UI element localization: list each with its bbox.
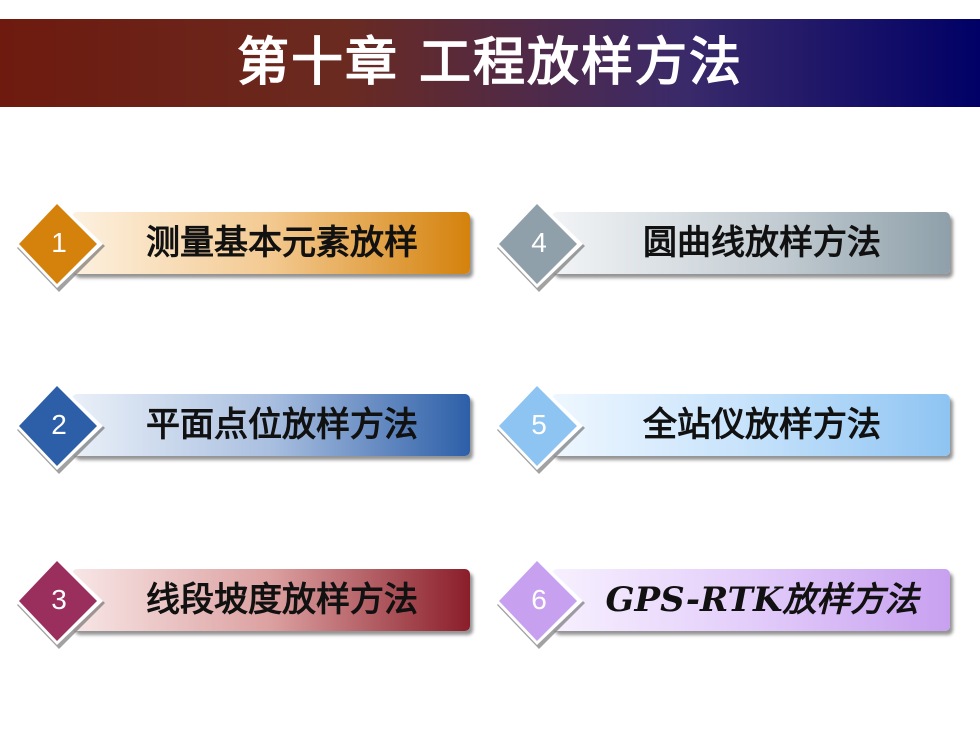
chevron-5-icon	[495, 382, 585, 474]
menu-item-6[interactable]: 6 GPS-RTK放样方法	[490, 553, 952, 653]
menu-item-3[interactable]: 3 线段坡度放样方法	[10, 553, 472, 653]
menu-item-5-bar	[552, 394, 950, 456]
menu-item-2-label: 平面点位放样方法	[146, 405, 418, 445]
menu-item-1-number: 1	[51, 227, 67, 258]
chevron-4-icon	[495, 200, 585, 292]
menu-item-4-bar	[552, 212, 950, 274]
menu-item-1-label: 测量基本元素放样	[146, 223, 418, 263]
menu-item-4[interactable]: 4 圆曲线放样方法	[490, 196, 952, 296]
menu-item-3-label: 线段坡度放样方法	[146, 580, 418, 620]
menu-item-6-bar	[552, 569, 950, 631]
title-bar	[0, 19, 980, 107]
menu-item-1[interactable]: 1 测量基本元素放样	[10, 196, 472, 296]
chevron-3-icon	[15, 557, 105, 649]
menu-item-2-number: 2	[51, 409, 67, 440]
chevron-1-icon	[15, 200, 105, 292]
chevron-6-icon	[495, 557, 585, 649]
menu-item-5-number: 5	[531, 409, 547, 440]
menu-item-5-label: 全站仪放样方法	[643, 405, 881, 445]
menu-item-5[interactable]: 5 全站仪放样方法	[490, 378, 952, 478]
menu-item-3-bar	[72, 569, 470, 631]
chevron-2-icon	[15, 382, 105, 474]
menu-item-2-bar	[72, 394, 470, 456]
menu-item-1-bar	[72, 212, 470, 274]
menu-item-6-label: GPS-RTK放样方法	[605, 580, 919, 620]
menu-item-4-label: 圆曲线放样方法	[643, 223, 881, 263]
page-title: 第十章 工程放样方法	[236, 33, 744, 93]
menu-item-4-number: 4	[531, 227, 547, 258]
menu-item-6-number: 6	[531, 584, 547, 615]
menu-item-2[interactable]: 2 平面点位放样方法	[10, 378, 472, 478]
menu-item-3-number: 3	[51, 584, 67, 615]
